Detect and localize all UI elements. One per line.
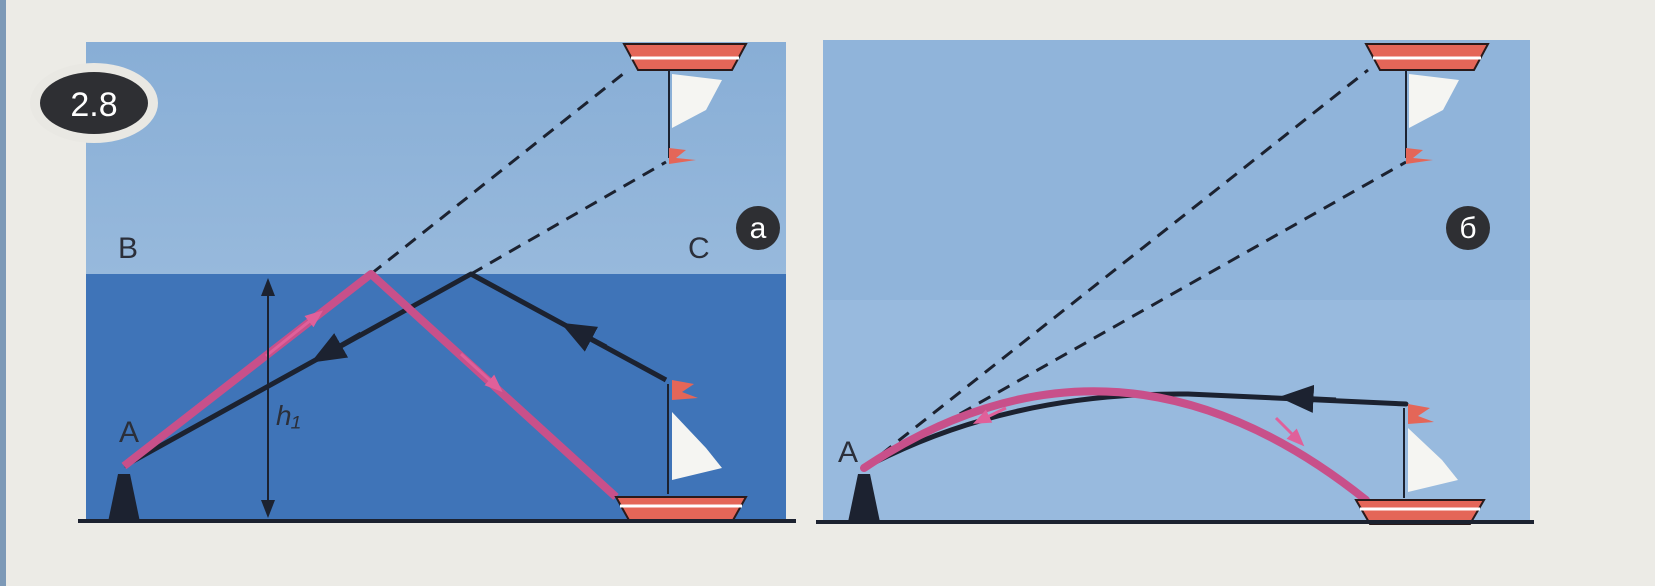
arrow-pink-ray-1 xyxy=(972,406,1007,424)
ship-real xyxy=(1354,404,1486,525)
figure-canvas: 2.8 h₁ B C A а xyxy=(30,40,1534,525)
arrow-pink-ray-2 xyxy=(459,352,503,393)
height-arrow xyxy=(261,278,275,518)
arrow-black-ray xyxy=(1278,384,1337,413)
sight-line-upper xyxy=(863,68,1369,470)
svg-text:б: б xyxy=(1459,212,1476,245)
arrow-pink-ray-2 xyxy=(1274,416,1305,447)
panel-tag-b: б xyxy=(1446,206,1490,250)
label-a: A xyxy=(838,436,858,469)
label-b: B xyxy=(118,232,138,265)
ship-real xyxy=(614,380,748,523)
pink-ray xyxy=(121,270,619,500)
pink-ray xyxy=(860,387,1370,504)
figure-number-badge: 2.8 xyxy=(30,63,158,143)
label-a: A xyxy=(119,416,139,449)
sight-line-upper xyxy=(370,68,629,276)
arrow-black-ray-1 xyxy=(560,322,608,352)
sight-line-lower xyxy=(470,160,667,276)
sight-line-lower xyxy=(863,160,1407,470)
figure-number: 2.8 xyxy=(70,86,117,124)
panel-tag-a: а xyxy=(736,206,780,250)
panel-b: A б xyxy=(816,40,1534,525)
label-c: C xyxy=(688,232,710,265)
observer-mount xyxy=(848,474,880,522)
sea-layer xyxy=(86,274,786,522)
observer-mount xyxy=(108,474,140,522)
ship-mirage xyxy=(1364,43,1490,164)
arrow-pink-ray-1 xyxy=(265,310,324,358)
label-h1: h₁ xyxy=(276,400,301,431)
ship-mirage xyxy=(622,43,748,164)
svg-text:а: а xyxy=(750,212,767,245)
panel-a: 2.8 h₁ B C A а xyxy=(30,42,796,523)
arrow-black-ray-2 xyxy=(310,331,363,363)
